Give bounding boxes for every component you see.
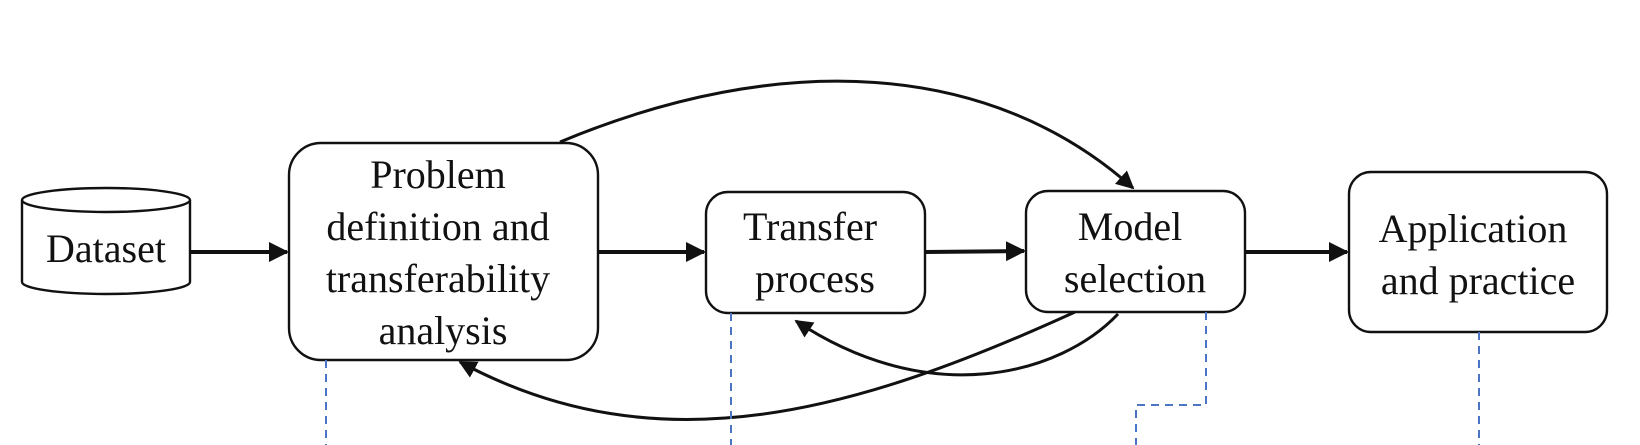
dataset-node: Dataset: [20, 186, 192, 296]
application-label: Application and practice: [1379, 206, 1578, 303]
model-line-1: Model: [1078, 204, 1182, 249]
transfer-line-1: Transfer: [743, 204, 877, 249]
curve-model-to-transfer: [794, 312, 1120, 377]
model-line-2: selection: [1064, 256, 1206, 301]
transfer-process-node: Transfer process: [704, 190, 927, 315]
curve-problem-to-model: [559, 79, 1135, 190]
model-selection-node: Model selection: [1024, 189, 1247, 314]
curve-model-to-problem: [458, 310, 1076, 421]
application-node: Application and practice: [1347, 170, 1609, 334]
problem-line-1: Problem: [370, 152, 506, 197]
problem-line-4: analysis: [379, 308, 508, 353]
problem-line-3: transferability: [326, 256, 550, 301]
model-selection-label: Model selection: [1064, 204, 1206, 301]
application-line-2: and practice: [1381, 258, 1575, 303]
transfer-line-2: process: [755, 256, 875, 301]
dataset-label: Dataset: [46, 226, 166, 271]
dashed-connector-model: [1135, 312, 1207, 445]
problem-definition-node: Problem definition and transferability a…: [287, 141, 600, 362]
application-box: [1347, 170, 1609, 334]
dataset-cylinder-body: [20, 200, 192, 296]
problem-definition-label: Problem definition and transferability a…: [326, 152, 560, 353]
problem-line-2: definition and: [326, 204, 549, 249]
transfer-process-label: Transfer process: [743, 204, 887, 301]
application-line-1: Application: [1379, 206, 1568, 251]
transfer-process-box: [704, 190, 927, 315]
arrow-transfer-to-model: [924, 241, 1026, 262]
dataset-cylinder-top: [20, 186, 192, 214]
